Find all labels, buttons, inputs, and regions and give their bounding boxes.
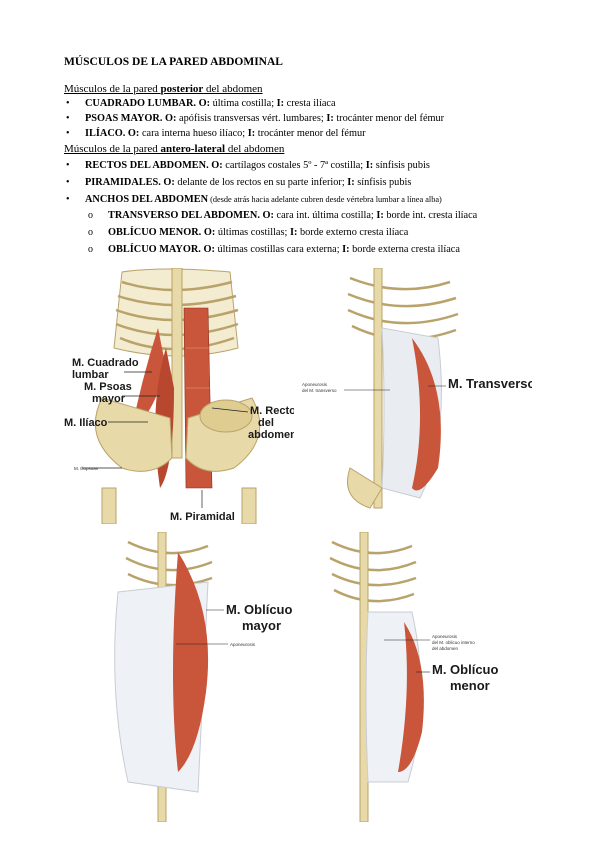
bullet-icon: •	[66, 113, 70, 124]
label-psoas-1: M. Psoas	[84, 381, 132, 393]
bullet-icon: •	[66, 98, 70, 109]
label-cuadrado-lumbar-2: lumbar	[72, 369, 109, 381]
pointer-lines	[82, 371, 249, 508]
list-item: OBLÍCUO MENOR. O: últimas costillas; I: …	[108, 227, 409, 238]
muscle-illustration	[173, 552, 209, 772]
label-aponeurosis-1: Aponeurosis	[302, 382, 328, 387]
list-item: ILÍACO. O: cara interna hueso ilíaco; I:…	[85, 128, 366, 139]
label-oblicuo-menor-1: M. Oblícuo	[432, 662, 499, 677]
circle-bullet-icon: o	[88, 210, 93, 221]
list-item: OBLÍCUO MAYOR. O: últimas costillas cara…	[108, 244, 460, 255]
section-posterior-heading: Músculos de la pared posterior del abdom…	[64, 83, 263, 95]
list-item: TRANSVERSO DEL ABDOMEN. O: cara int. últ…	[108, 210, 478, 221]
label-piramidal: M. Piramidal	[170, 511, 235, 523]
list-item: CUADRADO LUMBAR. O: última costilla; I: …	[85, 98, 336, 109]
label-recto-3: abdomen	[248, 429, 294, 441]
figure-transverso: Aponeurosis del M. transverso M. Transve…	[302, 268, 532, 509]
label-iliaco: M. Ilíaco	[64, 417, 108, 429]
bullet-icon: •	[66, 194, 70, 205]
list-item: ANCHOS DEL ABDOMEN (desde atrás hacia ad…	[85, 194, 442, 205]
pointer-lines	[176, 609, 228, 645]
label-recto-1: M. Recto	[250, 405, 294, 417]
label-aponeurosis-2: del M. transverso	[302, 388, 337, 393]
pointer-lines	[344, 385, 446, 391]
list-item: PIRAMIDALES. O: delante de los rectos en…	[85, 177, 412, 188]
label-aponeurosis-3: del abdomen	[432, 646, 459, 651]
bullet-icon: •	[66, 160, 70, 171]
label-transverso: M. Transverso	[448, 376, 532, 391]
list-item: PSOAS MAYOR. O: apófisis transversas vér…	[85, 113, 445, 124]
label-oblicuo-mayor-2: mayor	[242, 618, 281, 633]
label-aponeurosis: Aponeurosis	[230, 642, 256, 647]
muscle-illustration	[398, 622, 424, 772]
label-oblicuo-menor-2: menor	[450, 678, 490, 693]
label-aponeurosis-2: del M. oblicuo interno	[432, 640, 475, 645]
label-iliopsoas: M. Iliopsoas	[74, 466, 99, 471]
label-recto-2: del	[258, 417, 274, 429]
pointer-lines	[384, 639, 430, 673]
pelvis-illustration	[347, 467, 383, 509]
figure-posterior-muscles: M. Cuadrado lumbar M. Psoas mayor M. Ilí…	[64, 268, 294, 524]
label-cuadrado-lumbar-1: M. Cuadrado	[72, 357, 139, 369]
bullet-icon: •	[66, 128, 70, 139]
list-item: RECTOS DEL ABDOMEN. O: cartílagos costal…	[85, 160, 430, 171]
circle-bullet-icon: o	[88, 227, 93, 238]
bullet-icon: •	[66, 177, 70, 188]
section-anterolateral-heading: Músculos de la pared antero-lateral del …	[64, 143, 285, 155]
figure-oblicuo-menor: Aponeurosis del M. oblicuo interno del a…	[329, 532, 499, 822]
label-psoas-2: mayor	[92, 393, 126, 405]
label-aponeurosis-1: Aponeurosis	[432, 634, 458, 639]
ribcage-illustration	[329, 532, 417, 822]
muscle-illustration	[412, 338, 441, 491]
label-oblicuo-mayor-1: M. Oblícuo	[226, 602, 293, 617]
circle-bullet-icon: o	[88, 244, 93, 255]
figure-oblicuo-mayor: M. Oblícuo mayor Aponeurosis	[114, 532, 293, 822]
page-title: MÚSCULOS DE LA PARED ABDOMINAL	[64, 56, 283, 68]
ribcage-illustration	[347, 268, 459, 509]
